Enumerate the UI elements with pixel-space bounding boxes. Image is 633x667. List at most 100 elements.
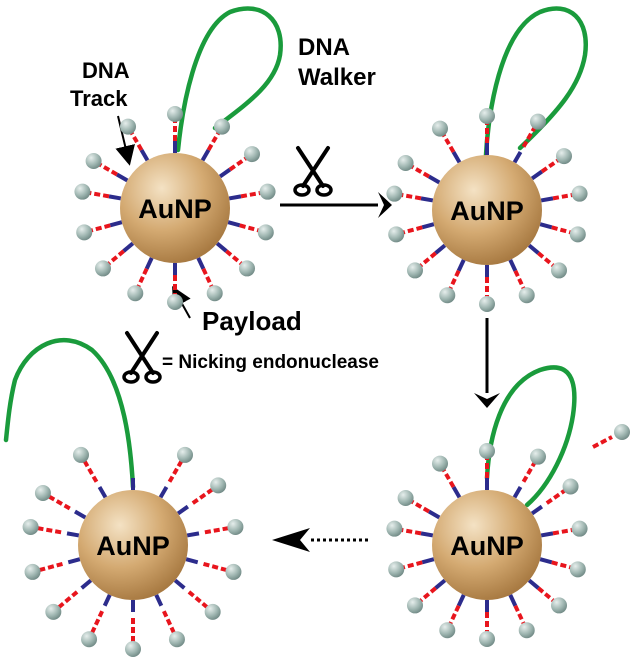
dna-track-strand — [139, 148, 150, 162]
payload-bead — [388, 226, 405, 243]
dna-track-strand — [451, 485, 462, 499]
dna-track-strand — [540, 196, 554, 203]
payload-bead — [94, 260, 111, 277]
dna-track-strand — [441, 133, 456, 153]
dna-track-strand — [66, 531, 80, 538]
dna-track-strand — [513, 604, 526, 625]
payload-bead — [204, 603, 221, 620]
dna-track-strand — [97, 485, 108, 499]
dna-track-strand — [508, 259, 518, 272]
dna-track-strand — [204, 526, 229, 535]
dna-track-strand — [448, 269, 461, 290]
payload-bead — [386, 520, 403, 537]
dna-track-strand — [215, 241, 228, 253]
dna-track-strand — [47, 494, 71, 511]
payload-bead — [227, 518, 244, 535]
dna-track-strand — [239, 223, 260, 233]
payload-bead — [614, 424, 630, 440]
dna-track-strand — [419, 251, 437, 268]
scissors-icon — [293, 146, 333, 197]
dna-track-strand — [167, 459, 184, 483]
payload-bead — [530, 448, 546, 465]
payload-bead — [257, 224, 274, 241]
payload-bead — [74, 183, 91, 200]
dna-track-strand — [122, 241, 135, 253]
arrow-head — [272, 528, 310, 552]
dna-track-strand — [410, 164, 430, 179]
dna-walker-label: DNA — [298, 34, 350, 61]
gold-nanoparticle — [120, 153, 230, 263]
released-fragment — [592, 435, 613, 449]
dna-track-strand — [185, 557, 199, 565]
dna-track-strand — [186, 531, 200, 538]
arrow-head — [474, 393, 500, 408]
dna-track-strand — [512, 150, 523, 164]
dna-walker-strand — [175, 6, 283, 153]
dna-track-strand — [206, 131, 221, 151]
payload-bead — [45, 603, 62, 620]
dna-walker-strand — [483, 6, 589, 158]
dna-track-strand — [434, 578, 447, 590]
dna-track-strand — [400, 192, 422, 201]
dna-track-strand — [98, 162, 118, 177]
dna-track-strand — [90, 610, 104, 634]
dna-track-strand — [552, 192, 574, 201]
dna-track-label: DNA — [82, 58, 130, 83]
dna-track-strand — [37, 526, 62, 535]
dna-track-strand — [115, 172, 129, 183]
dna-track-strand — [521, 126, 537, 148]
dna-track-strand — [508, 594, 518, 607]
payload-bead — [479, 296, 495, 312]
payload-bead — [85, 153, 102, 169]
dna-track-strand — [456, 259, 466, 272]
dna-track-strand — [537, 586, 555, 603]
scissors-icon — [122, 331, 162, 384]
dna-track-strand — [540, 531, 554, 538]
nanoparticle-label: AuNP — [138, 194, 212, 224]
payload-bead — [397, 155, 414, 171]
payload-bead — [556, 148, 573, 165]
dna-track-strand — [240, 190, 262, 199]
dna-track-strand — [448, 604, 461, 625]
payload-bead — [569, 226, 586, 243]
payload-bead — [386, 185, 403, 202]
dna-track-strand — [200, 148, 211, 162]
payload-bead — [562, 478, 579, 495]
payload-bead — [76, 224, 93, 241]
payload-bead — [127, 285, 144, 302]
dna-track-strand — [434, 243, 447, 255]
dna-track-strand — [530, 169, 544, 181]
dna-track-strand — [521, 461, 537, 483]
payload-bead — [439, 287, 456, 304]
dna-track-strand — [88, 190, 110, 199]
dna-track-strand — [57, 590, 79, 609]
payload-bead — [225, 563, 242, 580]
dna-track-strand — [539, 222, 553, 230]
payload-bead — [120, 118, 136, 135]
dna-track-strand — [201, 267, 214, 288]
dna-track-strand — [202, 561, 228, 573]
dna-track-label: Track — [70, 86, 128, 111]
payload-bead — [214, 118, 230, 135]
dna-track-strand — [154, 594, 164, 607]
gold-nanoparticle — [432, 155, 542, 265]
dna-walker-strand — [484, 365, 577, 508]
dna-track-strand — [552, 527, 574, 536]
payload-bead — [210, 477, 227, 494]
dna-track-strand — [144, 257, 154, 270]
dna-track-pointer-arrow — [115, 115, 135, 166]
dna-track-strand — [427, 174, 441, 185]
dna-track-strand — [136, 267, 149, 288]
payload-bead — [571, 185, 588, 202]
payload-bead — [551, 262, 568, 279]
payload-bead — [24, 563, 41, 580]
dna-track-strand — [158, 485, 169, 499]
nanoparticle-label: AuNP — [96, 531, 170, 561]
dna-track-strand — [421, 222, 435, 230]
payload-bead — [81, 631, 98, 648]
dna-track-strand — [108, 194, 122, 201]
payload-bead — [168, 631, 185, 648]
dna-track-strand — [441, 468, 456, 488]
dna-track-strand — [400, 527, 422, 536]
